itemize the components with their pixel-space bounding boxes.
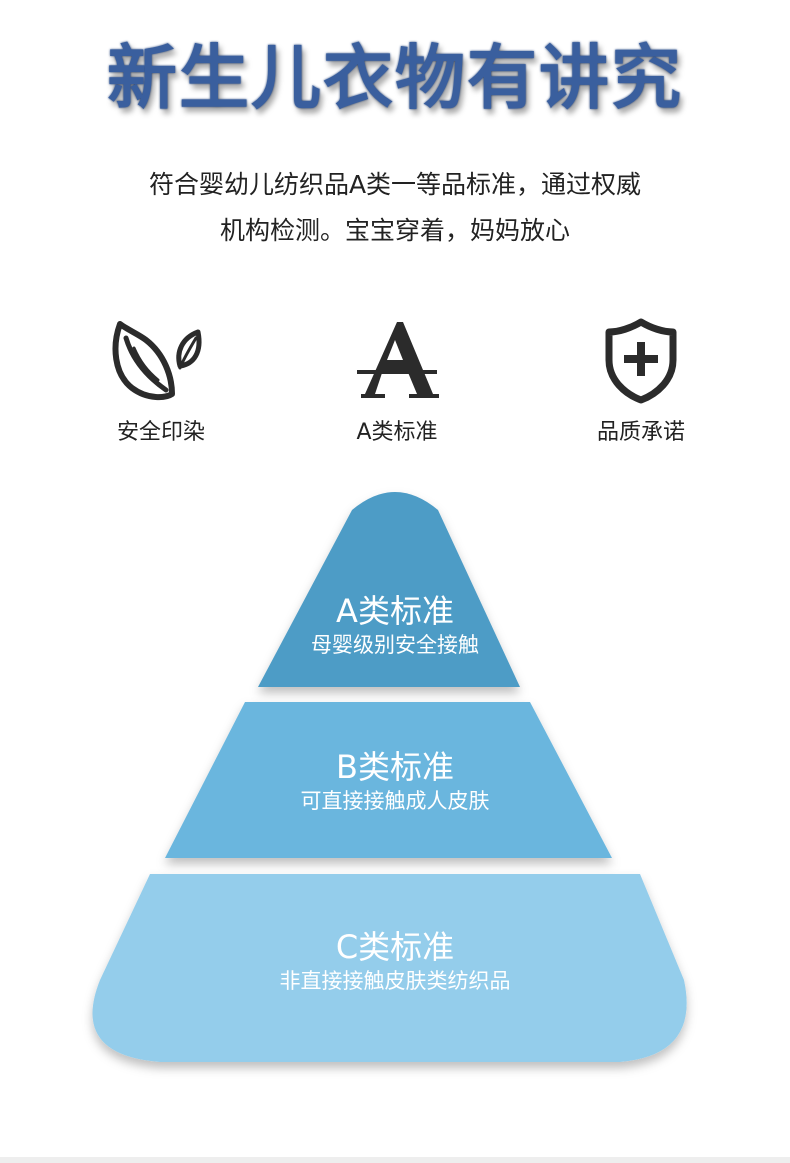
tier-c-name: C类标准	[335, 928, 455, 966]
tier-a-desc: 母婴级别安全接触	[311, 633, 479, 657]
intro-line-2: 机构检测。宝宝穿着，妈妈放心	[219, 216, 570, 245]
page-title: 新生儿衣物有讲究	[107, 37, 683, 119]
feature-safe-dyeing: 安全印染	[71, 318, 251, 446]
bottom-divider	[0, 1157, 790, 1163]
leaf-icon	[112, 321, 202, 401]
pyramid-tier-c	[92, 874, 687, 1062]
tier-a-name: A类标准	[336, 592, 454, 630]
intro-text: 符合婴幼儿纺织品A类一等品标准，通过权威 机构检测。宝宝穿着，妈妈放心	[60, 162, 730, 254]
standards-pyramid	[92, 492, 687, 1062]
pyramid-tier-b	[165, 702, 612, 858]
pyramid-tier-a	[258, 492, 520, 687]
tier-b-name: B类标准	[336, 748, 454, 786]
feature-label: 品质承诺	[596, 420, 685, 445]
shield-plus-icon	[605, 318, 677, 404]
feature-quality-promise: 品质承诺	[551, 318, 731, 446]
feature-a-standard: A类标准	[307, 318, 487, 446]
intro-line-1: 符合婴幼儿纺织品A类一等品标准，通过权威	[148, 170, 642, 199]
tier-b-desc: 可直接接触成人皮肤	[300, 789, 490, 813]
feature-label: 安全印染	[116, 420, 205, 445]
tier-b-text: B类标准 可直接接触成人皮肤	[0, 748, 790, 816]
tier-a-text: A类标准 母婴级别安全接触	[0, 592, 790, 660]
tier-c-desc: 非直接接触皮肤类纺织品	[279, 969, 511, 993]
letter-a-icon	[357, 322, 439, 398]
feature-label: A类标准	[356, 420, 438, 445]
tier-c-text: C类标准 非直接接触皮肤类纺织品	[0, 928, 790, 996]
